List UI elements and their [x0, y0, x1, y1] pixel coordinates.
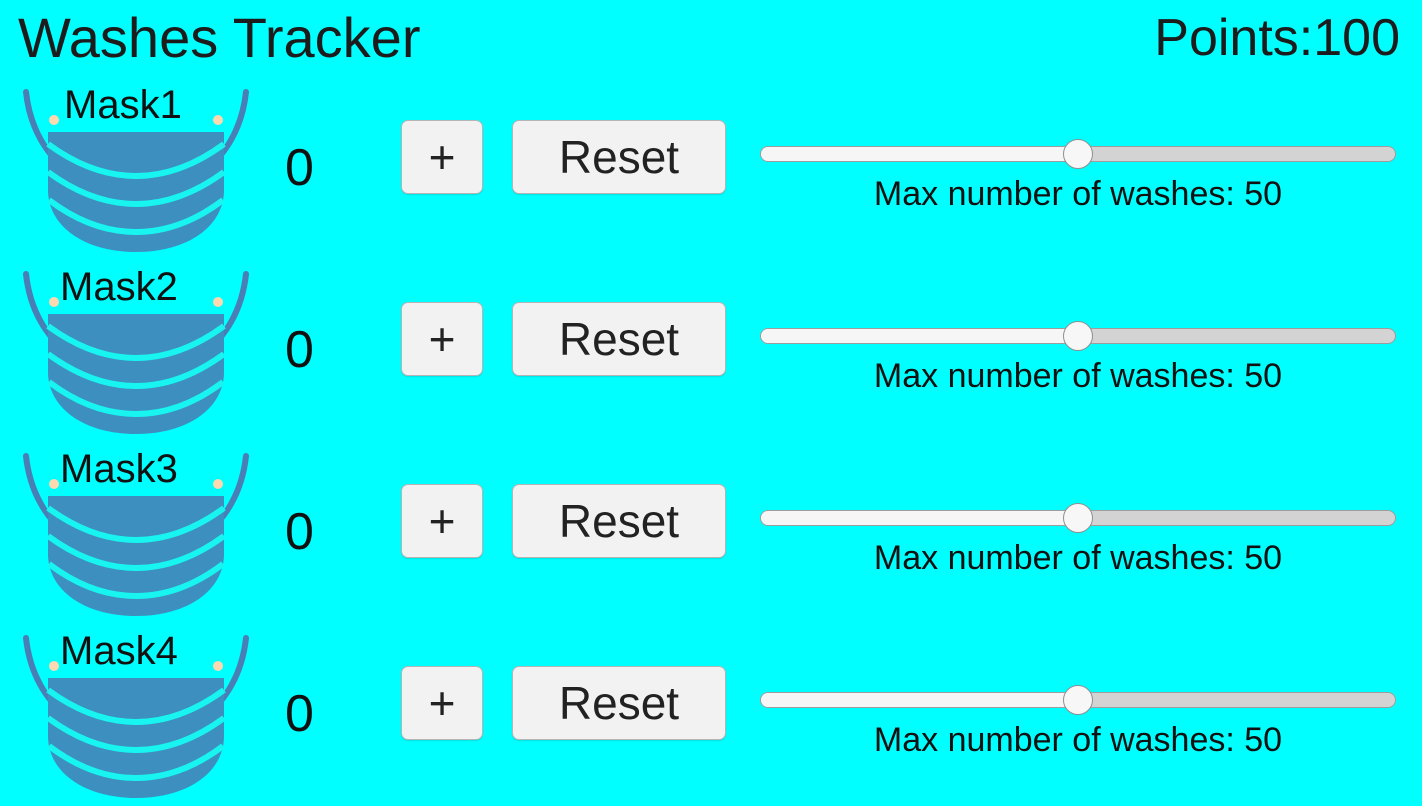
slider-caption: Max number of washes: 50	[873, 721, 1283, 759]
increment-button[interactable]: +	[401, 120, 483, 194]
slider-caption: Max number of washes: 50	[873, 175, 1283, 213]
mask-row: Mask2 0 + Reset Max number of washes: 50	[0, 260, 1422, 442]
max-washes-slider[interactable]: Max number of washes: 50	[760, 668, 1396, 759]
slider-caption: Max number of washes: 50	[873, 539, 1283, 577]
mask-cell: Mask1	[8, 78, 264, 260]
increment-button[interactable]: +	[401, 302, 483, 376]
reset-button[interactable]: Reset	[512, 120, 726, 194]
mask-name-label: Mask1	[64, 83, 182, 127]
face-mask-icon	[23, 635, 249, 798]
mask-name-label: Mask4	[60, 629, 178, 673]
slider-fill	[761, 329, 1078, 343]
increment-button[interactable]: +	[401, 484, 483, 558]
points-display: Points:100	[1154, 9, 1400, 67]
slider-fill	[761, 511, 1078, 525]
mask-cell: Mask4	[8, 624, 264, 806]
page-title: Washes Tracker	[18, 6, 421, 69]
wash-count: 0	[285, 503, 314, 561]
wash-count: 0	[285, 685, 314, 743]
slider-thumb[interactable]	[1063, 321, 1093, 351]
slider-thumb[interactable]	[1063, 139, 1093, 169]
mask-name-label: Mask3	[60, 447, 178, 491]
face-mask-icon	[23, 453, 249, 616]
mask-row: Mask4 0 + Reset Max number of washes: 50	[0, 624, 1422, 806]
max-washes-slider[interactable]: Max number of washes: 50	[760, 486, 1396, 577]
max-washes-slider[interactable]: Max number of washes: 50	[760, 122, 1396, 213]
reset-button[interactable]: Reset	[512, 666, 726, 740]
mask-cell: Mask2	[8, 260, 264, 442]
wash-count: 0	[285, 139, 314, 197]
mask-cell: Mask3	[8, 442, 264, 624]
app-header: Washes Tracker Points:100	[0, 0, 1422, 78]
mask-row: Mask1 0 + Reset Max number of washes: 50	[0, 78, 1422, 260]
reset-button[interactable]: Reset	[512, 484, 726, 558]
face-mask-icon	[23, 89, 249, 252]
mask-name-label: Mask2	[60, 265, 178, 309]
reset-button[interactable]: Reset	[512, 302, 726, 376]
slider-thumb[interactable]	[1063, 685, 1093, 715]
wash-count: 0	[285, 321, 314, 379]
increment-button[interactable]: +	[401, 666, 483, 740]
slider-fill	[761, 147, 1078, 161]
face-mask-icon	[23, 271, 249, 434]
slider-caption: Max number of washes: 50	[873, 357, 1283, 395]
slider-thumb[interactable]	[1063, 503, 1093, 533]
max-washes-slider[interactable]: Max number of washes: 50	[760, 304, 1396, 395]
mask-row: Mask3 0 + Reset Max number of washes: 50	[0, 442, 1422, 624]
slider-fill	[761, 693, 1078, 707]
